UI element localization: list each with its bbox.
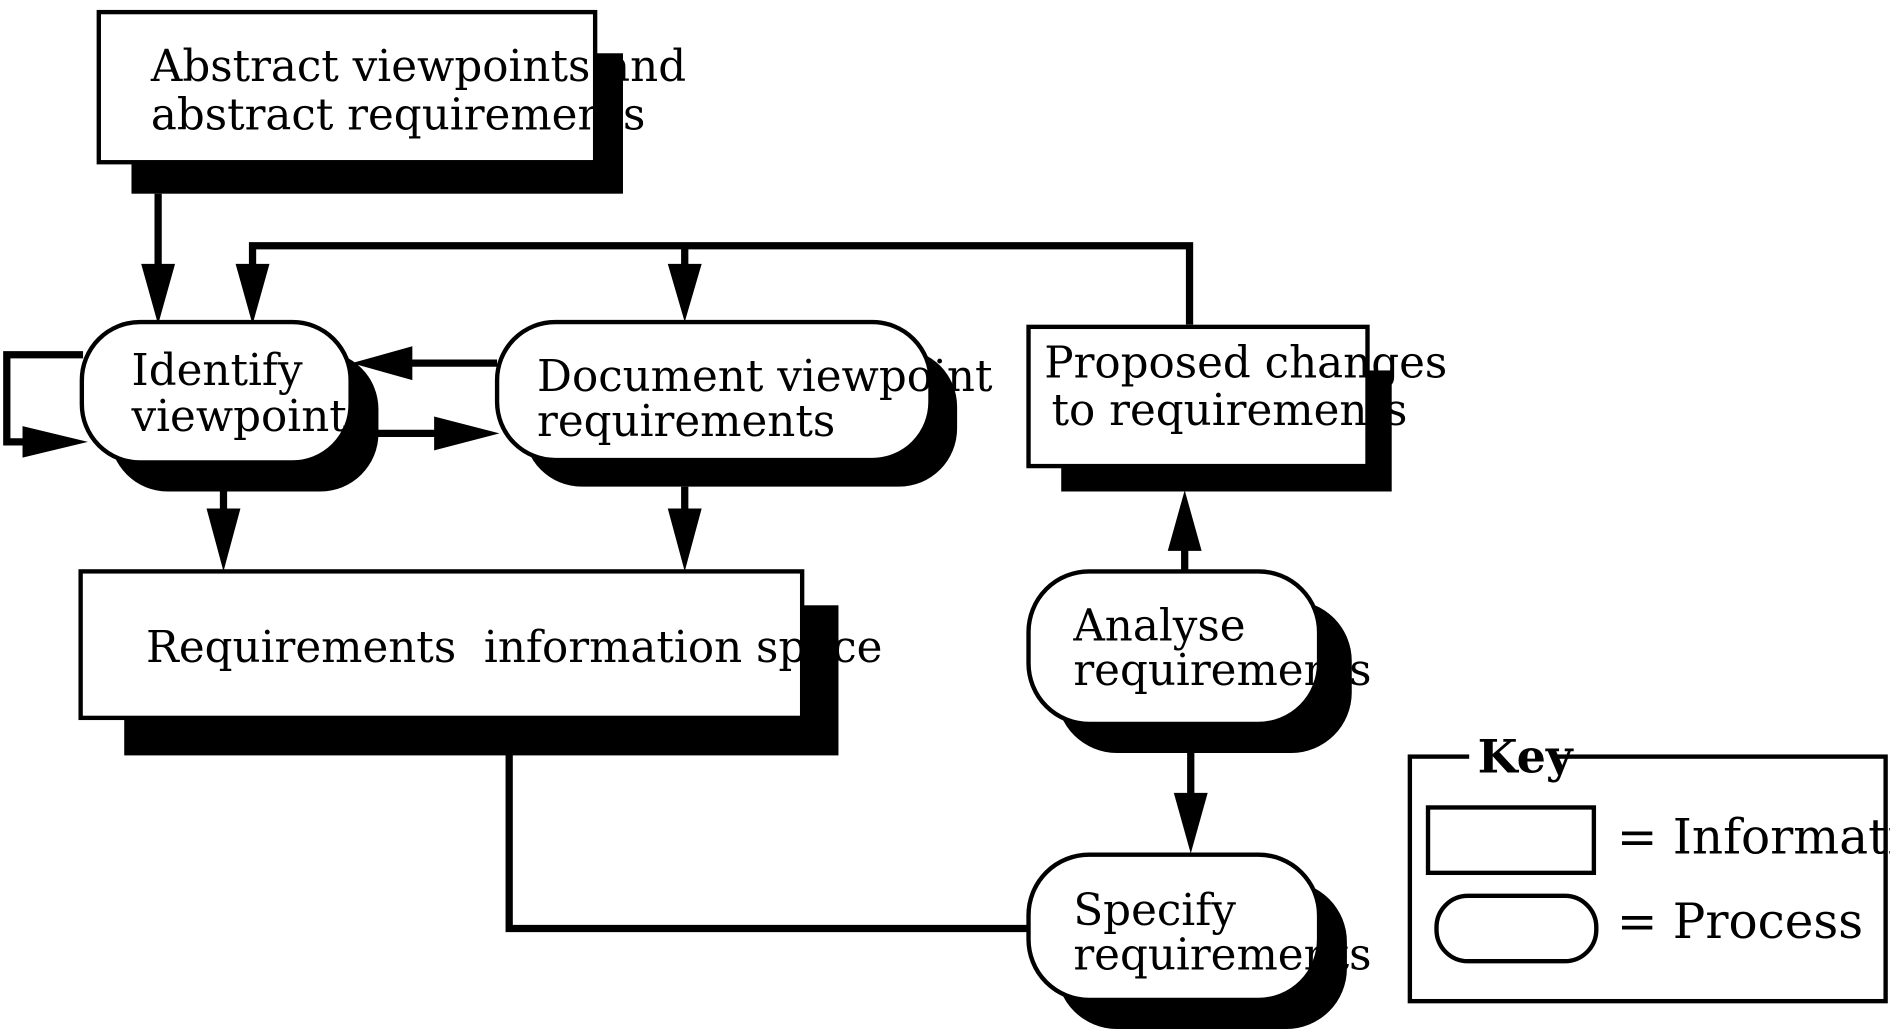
arrowhead-into-identify-from-feedback [235, 263, 270, 325]
node-specify-requirements: Specify requirements [1026, 852, 1372, 1029]
svg-text:Specify requirements: Specify requirements [1073, 886, 1371, 981]
legend: Key = Information = Process [1407, 729, 1890, 1004]
arrowhead-into-identify-from-abstract [141, 263, 176, 325]
arrowhead-into-identify-from-document [351, 346, 413, 381]
legend-frame [1407, 754, 1888, 1004]
arrowhead-into-space-from-identify [206, 508, 241, 572]
document-viewpoint-line-2: requirements [537, 397, 835, 447]
legend-title-gap [1469, 748, 1557, 766]
requirements-space-label: Requirements information space [146, 623, 882, 673]
specify-requirements-line-2: requirements [1073, 931, 1371, 981]
connector-space-to-specify [505, 752, 1030, 933]
node-proposed-changes: Proposed changes to requirements [1026, 324, 1461, 492]
identify-viewpoint-line-1: Identify [131, 346, 303, 396]
node-identify-viewpoint: Identify viewpoint [79, 319, 379, 492]
abstract-viewpoints-line-2: abstract requirements [151, 91, 646, 141]
legend-title: Key [1478, 729, 1574, 783]
document-viewpoint-line-1: Document viewpoint [537, 352, 993, 402]
svg-text:Document viewpoint requi: Document viewpoint requirements [537, 352, 1006, 447]
node-requirements-information-space: Requirements information space [78, 569, 882, 756]
arrowhead-into-proposed-from-analyse [1167, 490, 1202, 551]
analyse-requirements-line-2: requirements [1073, 646, 1371, 696]
svg-text:Abstract viewpoints and: Abstract viewpoints and abstract require… [150, 42, 700, 140]
abstract-viewpoints-line-1: Abstract viewpoints and [150, 42, 686, 92]
legend-process-swatch [1434, 893, 1599, 964]
arrowhead-into-document-from-identify [434, 416, 500, 451]
svg-text:Analyse requirements: Analyse requirements [1072, 601, 1371, 696]
proposed-changes-line-1: Proposed changes [1044, 339, 1447, 389]
identify-viewpoint-line-2: viewpoint [130, 392, 347, 442]
arrowhead-into-specify-from-analyse [1173, 792, 1208, 854]
node-document-viewpoint-requirements: Document viewpoint requirements [494, 319, 1006, 487]
legend-information-label: = Information [1617, 809, 1890, 865]
legend-information-swatch [1425, 805, 1597, 876]
connector-identify-self-loop [3, 351, 84, 446]
svg-text:Proposed changes to requ: Proposed changes to requirements [1044, 339, 1461, 436]
analyse-requirements-line-1: Analyse [1072, 601, 1245, 651]
svg-text:Identify viewpoint: Identify viewpoint [130, 346, 347, 442]
connector-proposed-changes-feedback [248, 242, 1194, 325]
connectors [3, 193, 1195, 933]
node-analyse-requirements: Analyse requirements [1026, 569, 1372, 753]
proposed-changes-line-2: to requirements [1052, 386, 1408, 436]
arrowhead-self-loop [22, 426, 88, 458]
svg-text:Requirements information spac: Requirements information space [146, 623, 882, 673]
node-abstract-viewpoints: Abstract viewpoints and abstract require… [96, 9, 700, 194]
arrowhead-into-space-from-document [667, 508, 702, 572]
arrowheads [22, 263, 1208, 854]
specify-requirements-line-1: Specify [1073, 886, 1236, 936]
arrowhead-into-document-from-feedback [667, 263, 702, 323]
legend-process-label: = Process [1617, 894, 1863, 950]
